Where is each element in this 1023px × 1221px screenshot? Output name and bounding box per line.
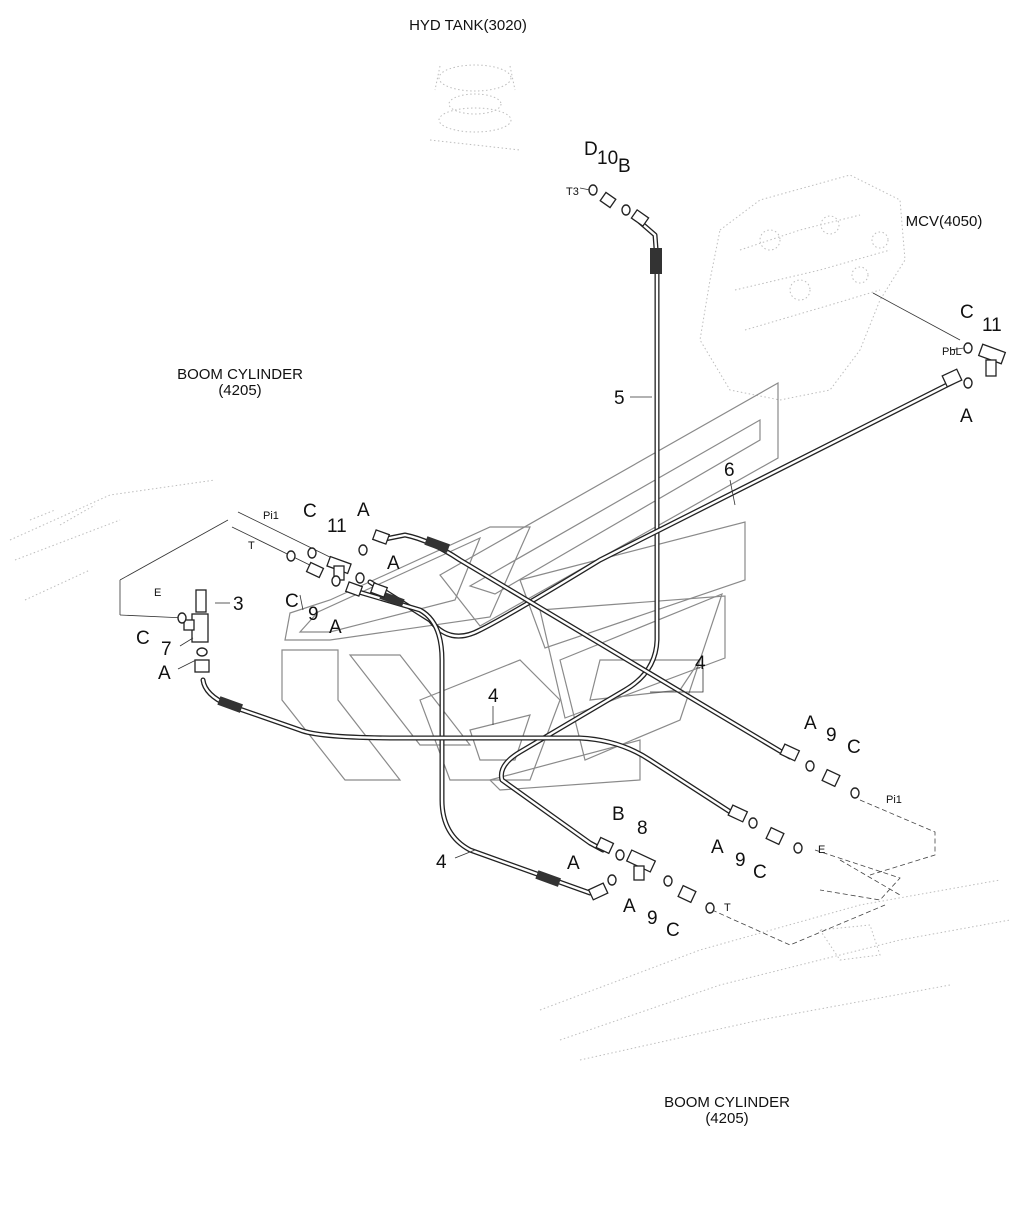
callout-a-r1: A xyxy=(804,713,817,734)
callout-c-r1: C xyxy=(847,737,861,758)
callout-6: 6 xyxy=(724,460,735,481)
o-ring-a-mid2 xyxy=(355,572,365,584)
callout-a-mid3: A xyxy=(329,617,342,638)
port-pbl: PbL xyxy=(942,346,962,358)
callout-c-r3: C xyxy=(666,920,680,941)
port-t-right: T xyxy=(724,902,731,914)
connector-9-r3 xyxy=(677,884,697,904)
o-ring-a-r2 xyxy=(748,817,758,829)
callout-a-mcv: A xyxy=(960,406,973,427)
callout-7: 7 xyxy=(161,639,172,660)
callout-c-mcv: C xyxy=(960,302,974,323)
o-ring-c-r1 xyxy=(850,787,860,799)
o-ring-a-mcv xyxy=(963,377,973,389)
o-ring-t-mid xyxy=(286,550,296,562)
callout-11-mcv: 11 xyxy=(982,315,1002,336)
callout-4-b: 4 xyxy=(488,686,499,707)
boom-cylinder-bottom-outline xyxy=(539,879,1011,1061)
callout-9-r1: 9 xyxy=(826,725,837,746)
hoses xyxy=(200,219,956,896)
port-pi1-right: Pi1 xyxy=(886,794,902,806)
port-e-right: E xyxy=(818,844,825,856)
callout-9-r3: 9 xyxy=(647,908,658,929)
title-hyd-tank: HYD TANK(3020) xyxy=(409,17,527,34)
leader-lines xyxy=(177,187,965,859)
o-ring-b-bot xyxy=(615,849,625,861)
o-ring-a-mid3 xyxy=(331,575,341,587)
o-ring-a-left xyxy=(196,647,208,657)
o-ring-a-r1 xyxy=(805,760,815,772)
background-components xyxy=(9,64,1011,1061)
callout-8: 8 xyxy=(637,818,648,839)
title-boom-cylinder-bottom-code: (4205) xyxy=(705,1110,748,1127)
callout-a-r2: A xyxy=(711,837,724,858)
callout-9-r2: 9 xyxy=(735,850,746,871)
callout-4-c: 4 xyxy=(436,852,447,873)
callout-d-top: D xyxy=(584,139,598,160)
fittings xyxy=(177,184,1007,914)
o-ring-a-r3 xyxy=(663,875,673,887)
boom-cylinder-left-outline xyxy=(9,479,216,601)
title-mcv: MCV(4050) xyxy=(906,213,983,230)
mcv-outline xyxy=(699,174,906,401)
port-t-left: T xyxy=(248,540,255,552)
connector-3 xyxy=(195,589,207,613)
o-ring-c-mid xyxy=(307,547,317,559)
title-boom-cylinder-left: BOOM CYLINDER xyxy=(177,366,303,383)
callout-c-mid: C xyxy=(303,501,317,522)
title-boom-cylinder-bottom: BOOM CYLINDER xyxy=(664,1094,790,1111)
port-t3: T3 xyxy=(566,186,579,198)
o-ring-a-r4 xyxy=(607,874,617,886)
callout-3: 3 xyxy=(233,594,244,615)
title-boom-cylinder-left-code: (4205) xyxy=(218,382,261,399)
callout-a-r4: A xyxy=(623,896,636,917)
connector-9-r1 xyxy=(821,768,841,788)
logo-watermark xyxy=(281,381,779,791)
o-ring-c-mcv xyxy=(963,342,973,354)
connector-9-r2 xyxy=(765,826,785,846)
o-ring-a-mid1 xyxy=(358,544,368,556)
connector-10 xyxy=(599,191,617,209)
hyd-tank-outline xyxy=(429,64,521,151)
callout-4-a: 4 xyxy=(695,653,706,674)
port-labels: T3 PbL Pi1 T E Pi1 E T xyxy=(154,186,962,914)
callout-c-r2: C xyxy=(753,862,767,883)
callout-c-mid2: C xyxy=(285,591,299,612)
callout-10: 10 xyxy=(597,148,618,169)
o-ring-c-left xyxy=(177,612,187,624)
reference-lines xyxy=(119,292,961,946)
o-ring-c-r3 xyxy=(705,902,715,914)
callout-5: 5 xyxy=(614,388,625,409)
callout-b-bot: B xyxy=(612,804,625,825)
callout-b-top: B xyxy=(618,156,631,177)
callout-a-mid1: A xyxy=(357,500,370,521)
o-ring-b-top xyxy=(621,204,631,216)
part-callouts: D 10 B C 11 A 5 6 C 11 A A C 9 A 3 C 7 A… xyxy=(136,139,1002,941)
port-e-left: E xyxy=(154,587,161,599)
o-ring-d xyxy=(588,184,598,196)
callout-a-mid2: A xyxy=(387,553,400,574)
callout-a-r3: A xyxy=(567,853,580,874)
callout-c-left: C xyxy=(136,628,150,649)
o-ring-c-r2 xyxy=(793,842,803,854)
callout-a-left: A xyxy=(158,663,171,684)
port-pi1-left: Pi1 xyxy=(263,510,279,522)
callout-9-mid: 9 xyxy=(308,604,319,625)
callout-11-mid: 11 xyxy=(327,516,347,537)
component-titles: HYD TANK(3020) MCV(4050) BOOM CYLINDER (… xyxy=(177,17,982,1127)
connector-9-mid xyxy=(305,561,325,579)
